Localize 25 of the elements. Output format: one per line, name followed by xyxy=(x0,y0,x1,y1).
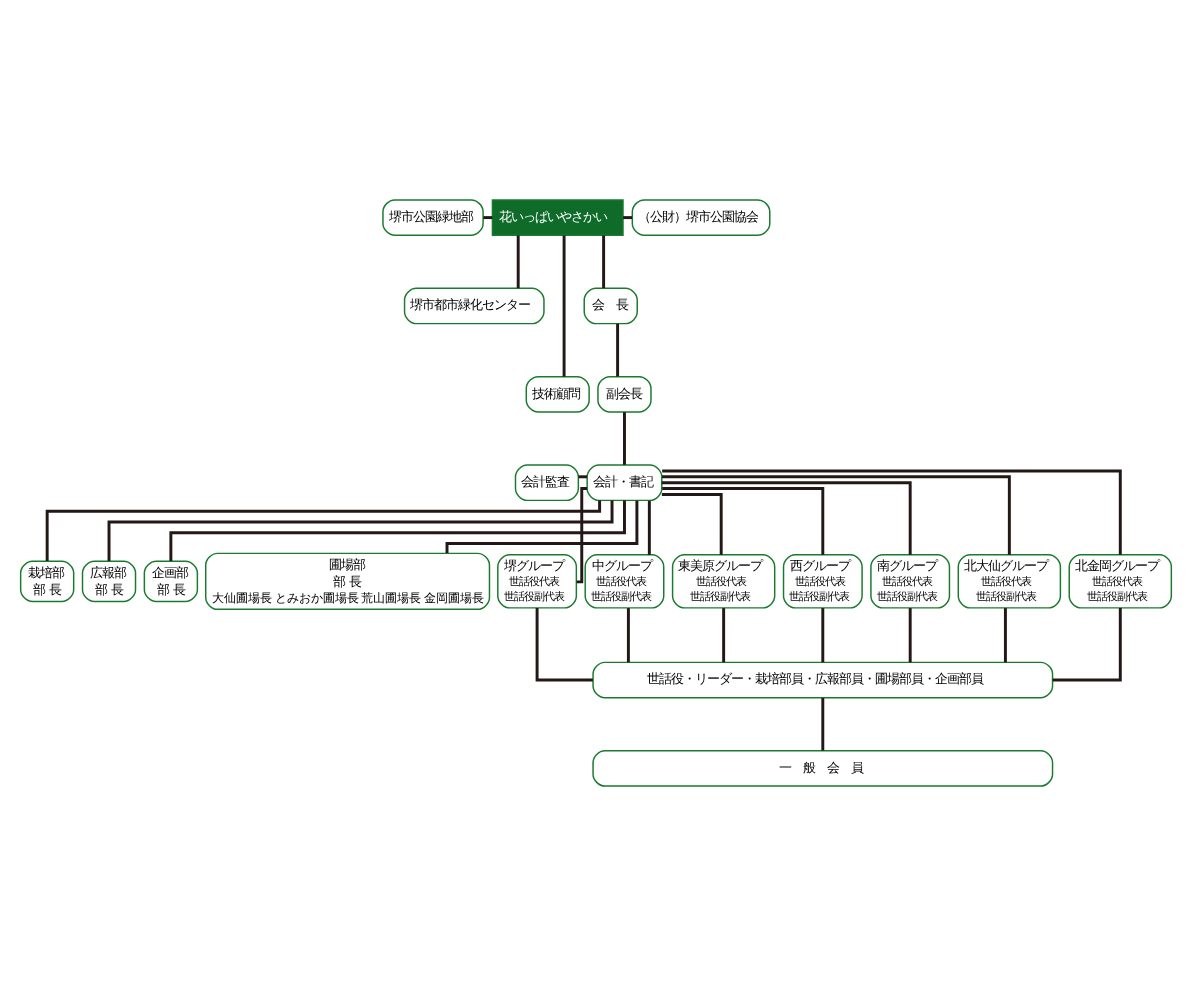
connector xyxy=(661,480,912,554)
connector xyxy=(562,234,566,376)
connector xyxy=(626,607,630,662)
connector xyxy=(516,234,520,288)
connector xyxy=(821,696,825,750)
connector xyxy=(483,215,493,219)
connector xyxy=(535,607,593,681)
connector xyxy=(647,499,651,554)
connector xyxy=(662,468,1122,554)
connector xyxy=(821,607,825,662)
connector xyxy=(623,215,632,219)
connector xyxy=(1052,607,1122,681)
connector xyxy=(576,486,587,583)
connector xyxy=(908,607,912,662)
connector xyxy=(662,486,825,554)
connector xyxy=(1003,607,1007,662)
connector xyxy=(616,322,620,376)
connector xyxy=(623,411,626,464)
connector xyxy=(445,499,639,553)
connector xyxy=(661,492,723,554)
connector xyxy=(662,474,1011,554)
connector xyxy=(578,474,588,478)
connector xyxy=(602,234,606,288)
connector xyxy=(722,607,726,662)
connector xyxy=(169,499,626,561)
